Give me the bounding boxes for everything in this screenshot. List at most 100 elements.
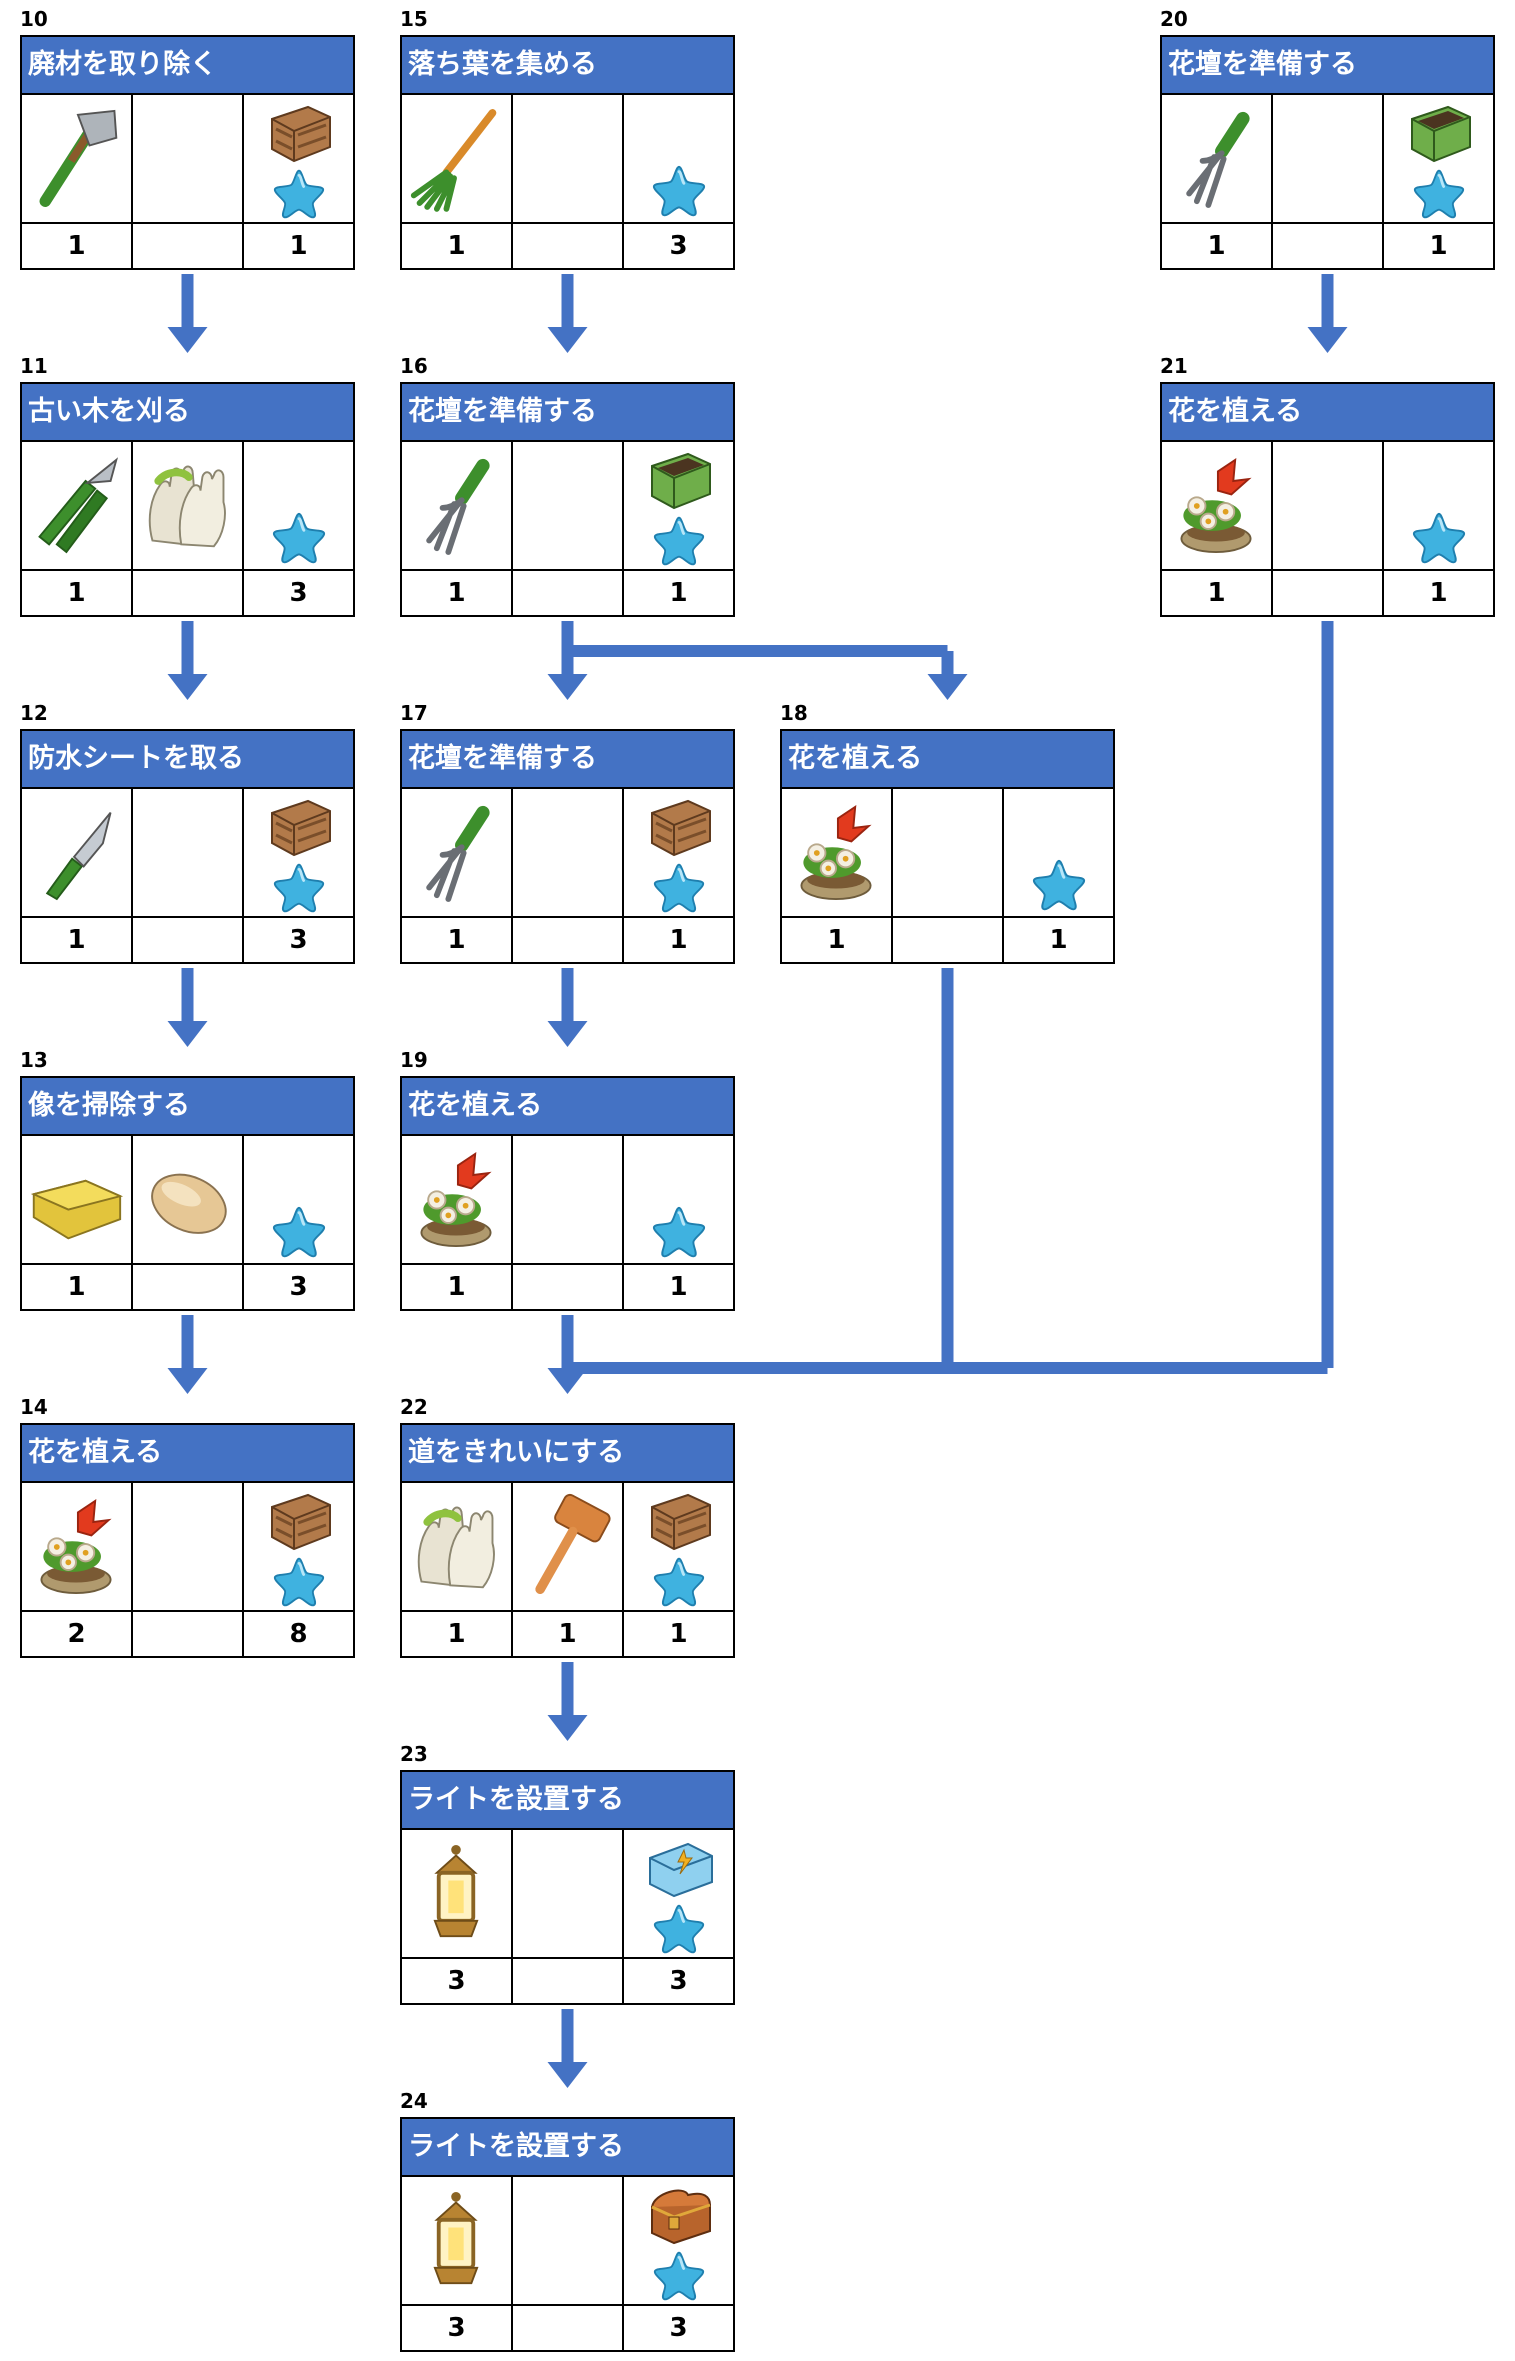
arrow-col1-3-head xyxy=(167,1368,208,1394)
tool-cell-2 xyxy=(133,789,244,916)
task-title: 廃材を取り除く xyxy=(22,37,353,95)
tool-cell-1 xyxy=(782,789,893,916)
task-number: 14 xyxy=(20,1395,48,1419)
tool-count-1: 1 xyxy=(402,1612,513,1656)
gloves-icon xyxy=(139,450,235,560)
tool-cell-2 xyxy=(133,1136,244,1263)
star-icon xyxy=(650,163,708,217)
task-items-row xyxy=(402,1483,733,1612)
tool-cell-2 xyxy=(1273,95,1384,222)
task-title: 花壇を準備する xyxy=(402,384,733,442)
reward-count: 3 xyxy=(669,2313,688,2343)
reward-count: 8 xyxy=(289,1619,308,1649)
reward-cell xyxy=(244,95,353,222)
arrow-col1-0-head xyxy=(167,327,208,353)
star-icon xyxy=(650,2249,708,2301)
task-title: 落ち葉を集める xyxy=(402,37,733,95)
reward-count: 1 xyxy=(669,1619,688,1649)
sponge-icon xyxy=(28,1144,124,1254)
star-icon xyxy=(650,861,708,913)
tool-count-1: 1 xyxy=(402,918,513,962)
reward-count: 1 xyxy=(669,925,688,955)
tool-cell-2 xyxy=(133,1483,244,1610)
reward-cell xyxy=(1384,95,1493,222)
tool-count-1: 1 xyxy=(22,224,133,268)
tool-count-1: 3 xyxy=(402,1959,513,2003)
tool-count-2 xyxy=(893,918,1004,962)
tool-count-2 xyxy=(513,2306,624,2350)
branch-18-head xyxy=(927,674,968,700)
task-number: 24 xyxy=(400,2089,428,2113)
tool-count-2 xyxy=(133,571,244,615)
task-items-row xyxy=(22,1136,353,1265)
axe-icon xyxy=(28,103,124,213)
star-icon xyxy=(1030,857,1088,911)
tool-cell-1 xyxy=(402,1830,513,1957)
tool-count-1: 1 xyxy=(402,571,513,615)
gloves-icon xyxy=(408,1491,504,1601)
tool-count-2 xyxy=(1273,571,1384,615)
tool-cell-1 xyxy=(402,95,513,222)
arrow-col2-4-head xyxy=(547,1715,588,1741)
reward-count: 1 xyxy=(1049,925,1068,955)
star-icon xyxy=(650,1204,708,1258)
task-title: 道をきれいにする xyxy=(402,1425,733,1483)
tool-cell-1 xyxy=(1162,442,1273,569)
wooden-crate-icon xyxy=(644,795,716,861)
tool-cell-1 xyxy=(22,95,133,222)
task-items-row xyxy=(22,442,353,571)
task-title: 像を掃除する xyxy=(22,1078,353,1136)
task-items-row xyxy=(402,789,733,918)
tool-cell-2 xyxy=(513,1483,624,1610)
tool-cell-1 xyxy=(402,1483,513,1610)
blue-chest-icon xyxy=(644,1836,716,1902)
tool-count-1: 2 xyxy=(22,1612,133,1656)
tool-cell-1 xyxy=(402,2177,513,2304)
tool-cell-1 xyxy=(1162,95,1273,222)
tool-cell-2 xyxy=(133,95,244,222)
tool-count-1: 1 xyxy=(402,224,513,268)
flower-pot-icon xyxy=(408,1144,504,1254)
knife-icon xyxy=(28,797,124,907)
tool-cell-2 xyxy=(893,789,1004,916)
wooden-crate-icon xyxy=(644,1489,716,1555)
hand-fork-icon xyxy=(408,450,504,560)
task-title: 花を植える xyxy=(1162,384,1493,442)
task-title: 花壇を準備する xyxy=(402,731,733,789)
task-number: 16 xyxy=(400,354,428,378)
reward-count: 3 xyxy=(289,578,308,608)
arrow-col2-0-head xyxy=(547,327,588,353)
arrow-col1-1-head xyxy=(167,674,208,700)
task-number: 12 xyxy=(20,701,48,725)
tool-cell-1 xyxy=(22,442,133,569)
task-number: 13 xyxy=(20,1048,48,1072)
task-items-row xyxy=(22,95,353,224)
tool-count-2 xyxy=(133,918,244,962)
task-title: 花を植える xyxy=(782,731,1113,789)
task-title: 花を植える xyxy=(22,1425,353,1483)
tool-cell-1 xyxy=(402,1136,513,1263)
reward-cell xyxy=(1384,442,1493,569)
reward-cell xyxy=(624,2177,733,2304)
arrow-col2-1-head xyxy=(547,674,588,700)
reward-count: 1 xyxy=(669,1272,688,1302)
star-icon xyxy=(650,514,708,566)
reward-cell xyxy=(244,442,353,569)
task-items-row xyxy=(402,2177,733,2306)
reward-cell xyxy=(1004,789,1113,916)
